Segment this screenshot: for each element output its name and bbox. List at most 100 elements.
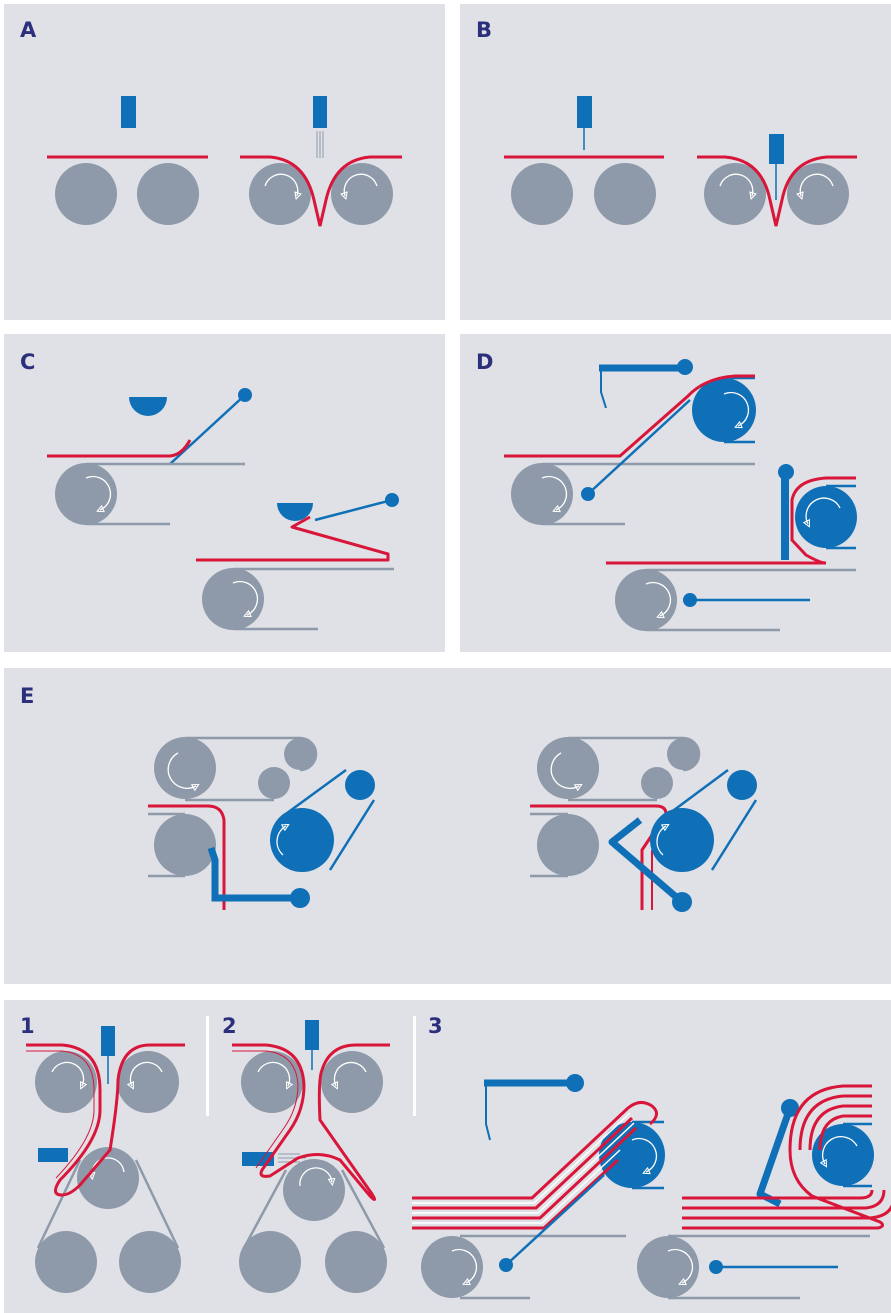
panel-a-diagram [47,96,402,227]
tucker-arm [169,394,246,465]
roller [137,163,199,225]
rotation-arrow-icon [451,1248,478,1283]
knife-blade [769,134,784,164]
transfer-arm [608,817,685,905]
roller [154,814,216,876]
knife-blade [101,1026,115,1056]
rotation-arrow-icon [167,752,196,788]
arm-pivot [683,593,697,607]
arm-pivot [781,1099,799,1117]
winding-drum [795,486,857,548]
step-3-diagram [412,1074,891,1300]
arm-pivot [778,464,794,480]
winding-drum [812,1124,874,1186]
rotation-arrow-icon [723,391,750,426]
rotation-arrow-icon [276,826,286,856]
rotation-arrow-icon [334,1061,367,1086]
step-1-label: 1 [20,1014,35,1038]
belt-loop [282,768,376,871]
hold-down-shoe [129,397,167,416]
panel-a [4,4,445,320]
roller [704,163,766,225]
arm-pivot [290,888,310,908]
rotation-arrow-icon [51,1061,84,1086]
step-1-diagram [26,1026,185,1293]
rotation-arrow-icon [344,173,378,196]
web [606,476,856,565]
transfer-arm-blade [485,1083,491,1141]
tucker-pivot [385,493,399,507]
winding-drum [650,808,714,872]
transfer-arm [756,1106,794,1208]
air-nozzle [313,96,327,128]
belt-loop [242,1169,386,1249]
roller [537,737,599,799]
roller [154,737,216,799]
rotation-arrow-icon [645,581,672,616]
roller [117,1051,179,1113]
web [697,155,857,227]
roller [284,738,316,770]
roller [119,1231,181,1293]
arm-pivot [566,1074,584,1092]
rotation-arrow-icon [667,1248,694,1283]
rotation-arrow-icon [85,475,112,510]
web-layers [412,1101,658,1230]
winding-drum [270,808,334,872]
rotation-arrow-icon [541,475,568,510]
roller [511,163,573,225]
rotation-arrow-icon [232,580,259,615]
panel-b-diagram [504,96,857,227]
winding-drum [692,378,756,442]
step-divider-1 [206,1016,209,1116]
roller [202,568,264,630]
roller [615,569,677,631]
transfer-arm [587,399,691,495]
rotation-arrow-icon [130,1061,163,1086]
roller [637,1236,699,1298]
roller [787,163,849,225]
arm-pivot [499,1258,513,1272]
roller [35,1051,97,1113]
web [240,155,402,227]
panel-d-label: D [476,350,494,374]
rotation-arrow-icon [823,1136,858,1164]
drive-pulley [727,770,757,800]
belt-loop [36,1159,180,1249]
panel-e-diagram [148,736,758,912]
arm-pivot [709,1260,723,1274]
roller [77,1147,139,1209]
web [26,1050,95,1179]
web [47,439,192,458]
rotation-arrow-icon [656,826,666,856]
panel-c-label: C [20,350,36,374]
rotation-arrow-icon [299,1167,332,1186]
tucker-arm [314,498,393,522]
step-3-label: 3 [428,1014,443,1038]
web [26,1043,185,1197]
roller [249,163,311,225]
rotation-arrow-icon [719,173,753,196]
transfer-arm [505,1174,605,1266]
drive-pulley [345,770,375,800]
roller [421,1236,483,1298]
web [232,1050,299,1169]
knife-blade [577,96,592,128]
transfer-arm [781,472,789,560]
roller [331,163,393,225]
web [196,515,390,562]
web [504,374,755,458]
arm-pivot [581,487,595,501]
panel-d-diagram [504,359,857,632]
transfer-arm [207,846,300,902]
arm-pivot [672,892,692,912]
tucker-pivot [238,388,252,402]
panel-e [4,668,891,984]
roller [325,1231,387,1293]
web-layers [412,1112,635,1224]
step-2-label: 2 [222,1014,237,1038]
roller [55,163,117,225]
web [148,804,226,910]
roller [667,738,699,770]
